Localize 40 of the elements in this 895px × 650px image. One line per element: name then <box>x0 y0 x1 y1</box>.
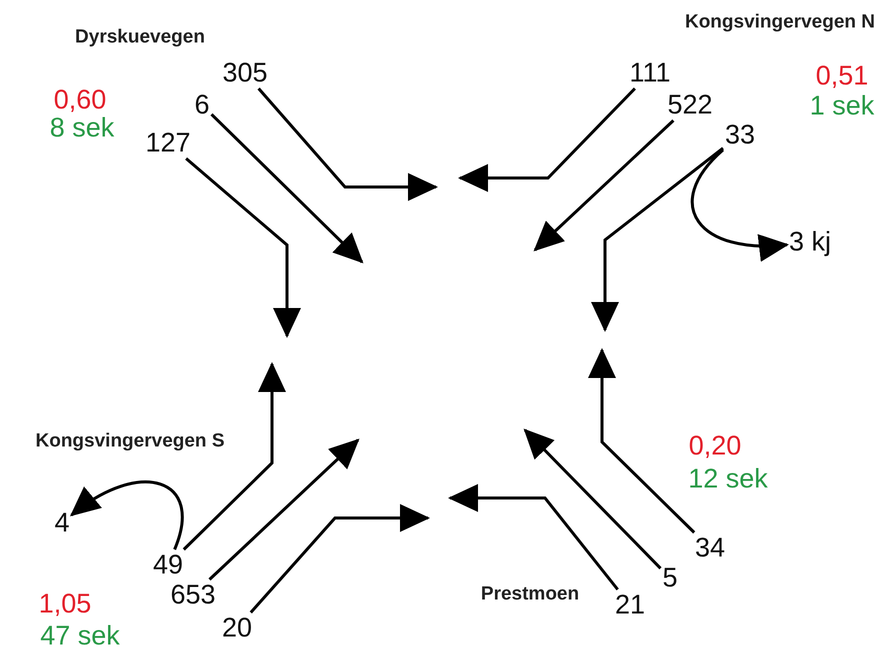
turning-arrow <box>257 88 438 201</box>
turning-arrow <box>70 480 184 550</box>
traffic-count: 21 <box>614 592 646 618</box>
traffic-count: 305 <box>222 60 268 86</box>
turning-arrow <box>185 157 301 338</box>
delay-time: 47 sek <box>40 622 120 650</box>
traffic-count: 34 <box>694 534 726 562</box>
traffic-count: 111 <box>629 60 671 86</box>
ratio-value: 0,60 <box>54 86 106 114</box>
traffic-count: 33 <box>724 122 756 148</box>
traffic-count: 49 <box>152 552 184 578</box>
turning-arrow <box>588 348 696 534</box>
delay-time: 8 sek <box>50 114 114 142</box>
traffic-count: 6 <box>194 92 210 118</box>
traffic-count: 127 <box>145 130 191 156</box>
traffic-count: 653 <box>170 582 216 608</box>
turning-arrow <box>210 113 364 264</box>
road-name: Dyrskuevegen <box>75 28 205 46</box>
traffic-count: 5 <box>662 564 678 592</box>
turning-arrow <box>448 484 619 590</box>
traffic-count: 522 <box>667 92 713 118</box>
turning-arrow <box>690 148 789 260</box>
traffic-count: 4 <box>54 510 70 536</box>
ratio-value: 1,05 <box>38 590 92 618</box>
road-name: Kongsvingervegen S <box>36 432 224 450</box>
road-name: Kongsvingervegen N <box>684 12 876 32</box>
turning-arrow <box>591 147 724 332</box>
delay-time: 1 sek <box>810 92 874 120</box>
ratio-value: 0,51 <box>816 62 868 90</box>
turning-arrow <box>208 438 360 581</box>
traffic-count: 20 <box>222 614 252 642</box>
turning-arrow <box>524 428 662 570</box>
road-name: Prestmoen <box>480 584 580 604</box>
turning-arrow <box>182 362 286 551</box>
delay-time: 12 sek <box>688 466 768 492</box>
turning-arrow <box>458 87 636 192</box>
turning-arrow <box>534 119 674 252</box>
turning-arrow <box>250 504 430 614</box>
traffic-count: 3 kj <box>788 228 832 256</box>
ratio-value: 0,20 <box>688 432 742 460</box>
